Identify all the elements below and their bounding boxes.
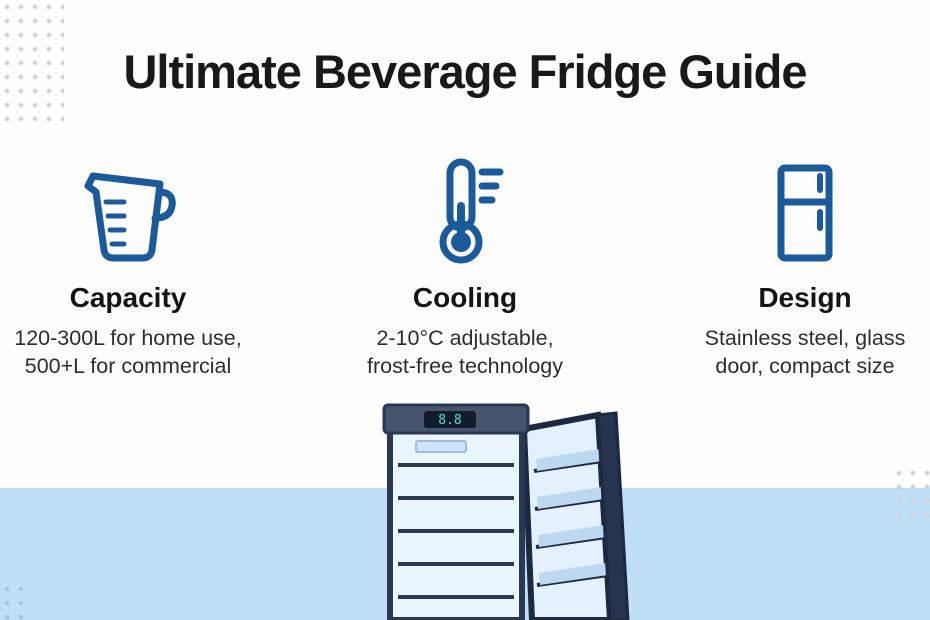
fridge-icon — [777, 164, 833, 262]
measuring-cup-icon — [84, 172, 176, 262]
door-bin-fronts — [536, 449, 608, 585]
capacity-heading: Capacity — [69, 282, 187, 313]
beverage-fridge-illustration: 8.8 — [372, 403, 632, 620]
cabinet-shelves — [398, 463, 514, 599]
capacity-line-1: 120-300L for home use, — [14, 326, 242, 350]
dot-pattern-bottom-left — [0, 582, 32, 620]
thermometer-icon — [439, 158, 504, 264]
column-design: Design Stainless steel, glass door, comp… — [635, 150, 930, 380]
cooling-line-2: frost-free technology — [367, 354, 563, 378]
fridge-cabinet — [387, 422, 525, 620]
page-title: Ultimate Beverage Fridge Guide — [123, 45, 807, 98]
design-heading: Design — [758, 282, 852, 313]
temperature-display-value: 8.8 — [438, 413, 461, 428]
dot-pattern-right — [892, 466, 930, 518]
cooling-line-1: 2-10°C adjustable, — [376, 326, 554, 350]
dot-pattern-top-left — [0, 0, 64, 126]
cooling-icon-slot — [295, 150, 635, 266]
design-text: Stainless steel, glass door, compact siz… — [635, 324, 930, 380]
design-line-1: Stainless steel, glass — [704, 326, 906, 350]
design-icon-slot — [635, 150, 930, 266]
fridge-open-door — [520, 411, 614, 620]
temperature-display — [424, 411, 476, 428]
cooling-heading: Cooling — [412, 282, 518, 313]
capacity-line-2: 500+L for commercial — [24, 354, 232, 378]
capacity-text: 120-300L for home use, 500+L for commerc… — [0, 324, 298, 380]
design-line-2: door, compact size — [715, 354, 895, 378]
door-outer-edge — [596, 411, 630, 620]
shelf-label — [415, 440, 467, 453]
capacity-icon-slot — [0, 150, 298, 266]
fridge-illustration-svg: 8.8 — [382, 403, 630, 620]
column-capacity: Capacity 120-300L for home use, 500+L fo… — [0, 150, 298, 380]
cooling-text: 2-10°C adjustable, frost-free technology — [295, 324, 635, 380]
column-cooling: Cooling 2-10°C adjustable, frost-free te… — [295, 150, 635, 380]
